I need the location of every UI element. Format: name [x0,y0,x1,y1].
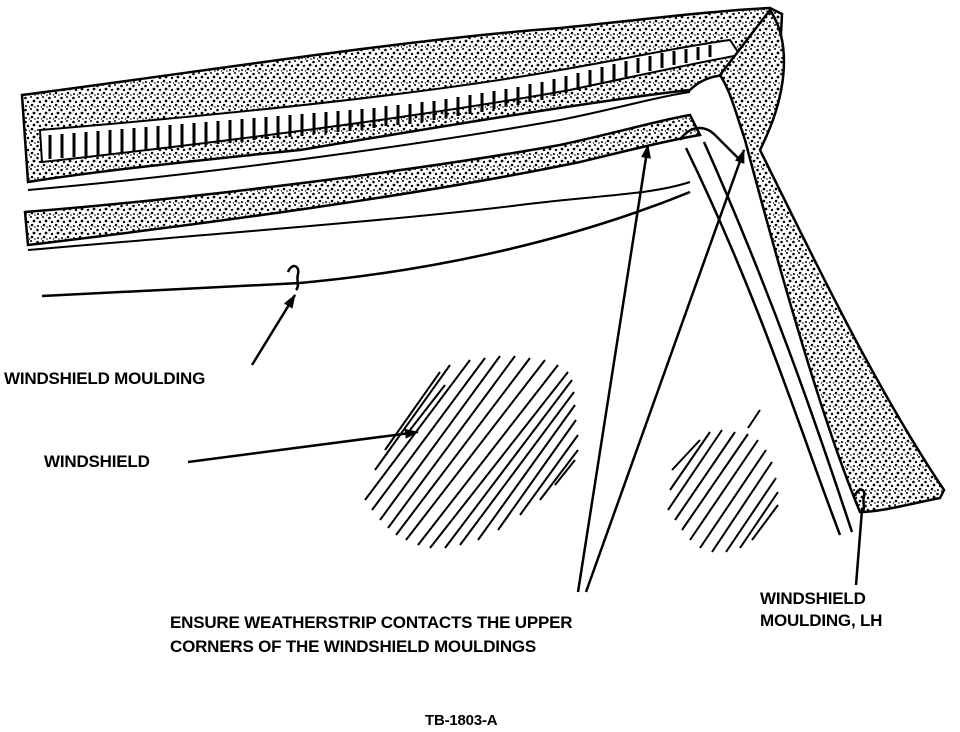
header-moulding-band [23,113,702,247]
a-pillar-band [718,7,946,514]
rib-marks [48,45,712,159]
leader-windshield [187,428,419,464]
lh-moulding-clip-marker [853,488,866,513]
windshield-moulding-line [41,190,691,298]
moulding-clip-marker [286,264,300,291]
leader-windshield-moulding [250,294,297,366]
windshield-glass-hatch-right [667,409,779,553]
windshield-moulding-lh [678,126,854,536]
label-moulding-lh-line2: MOULDING, LH [760,611,883,630]
leader-moulding-lh [854,509,864,586]
label-ensure-line1: ENSURE WEATHERSTRIP CONTACTS THE UPPER [170,613,573,632]
figure-id: TB-1803-A [425,712,498,729]
leader-weatherstrip-corner-2 [584,149,746,593]
windshield-top-edge [27,181,691,251]
label-windshield: WINDSHIELD [44,452,150,471]
label-ensure-line2: CORNERS OF THE WINDSHIELD MOULDINGS [170,637,537,656]
windshield-glass-hatch-left [364,355,579,549]
headliner-edge [27,91,691,191]
label-moulding-lh-line1: WINDSHIELD [760,589,866,608]
label-windshield-moulding: WINDSHIELD MOULDING [4,369,206,388]
leader-weatherstrip-corner-1 [576,144,651,593]
